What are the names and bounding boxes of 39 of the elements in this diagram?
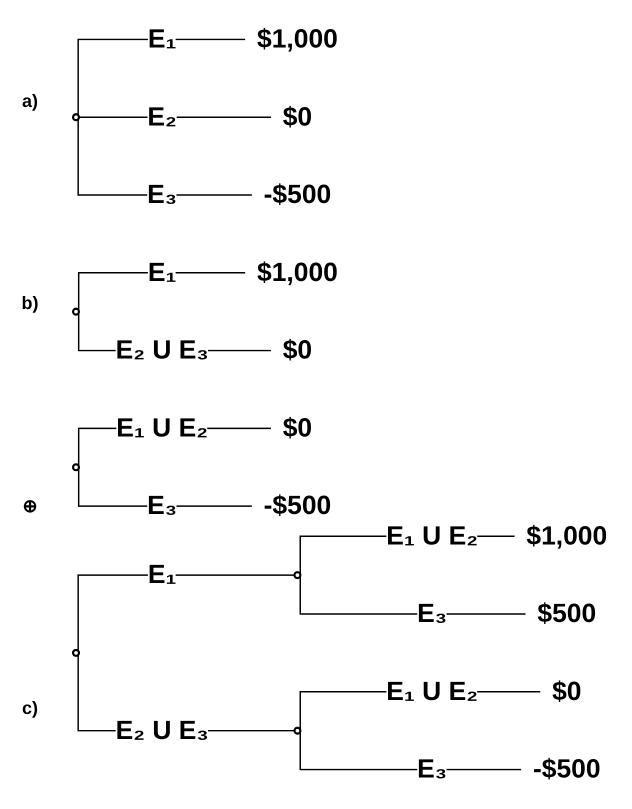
- edge-label: E₁: [148, 24, 176, 54]
- edge-label: E₃: [147, 490, 178, 520]
- node-text: $0: [552, 676, 582, 706]
- edge-label: E₁ U E₂: [386, 520, 478, 550]
- panel-label: b): [22, 292, 38, 314]
- node-text: $0: [282, 412, 312, 442]
- node-text: $0: [282, 102, 312, 132]
- node-circle: [293, 726, 302, 735]
- connector: [77, 38, 246, 116]
- connector: [300, 576, 526, 615]
- node-circle: [293, 571, 302, 580]
- edge-label: E₂ U E₃: [116, 715, 209, 745]
- edge-label: E₁: [148, 257, 176, 287]
- node-circle: [72, 463, 80, 472]
- edge-label: E₃: [417, 598, 448, 628]
- node-circle: [72, 648, 80, 657]
- panel-label: a): [22, 90, 38, 112]
- edge-label: E₁ U E₂: [386, 676, 478, 706]
- node-text: $1,000: [526, 520, 608, 550]
- node-text: $500: [537, 598, 596, 628]
- panel-label: ⊕: [22, 494, 38, 516]
- node-text: -$500: [264, 180, 332, 209]
- node-text: -$500: [533, 754, 601, 784]
- edge-label: E₁: [148, 560, 176, 590]
- node-text: $1,000: [257, 24, 338, 54]
- node-text: $1,000: [257, 257, 338, 287]
- node-text: -$500: [264, 490, 332, 520]
- edge-label: E₂: [147, 102, 177, 132]
- connector: [77, 119, 252, 196]
- edge-label: E₃: [147, 180, 178, 209]
- edge-label: E₂ U E₃: [116, 335, 209, 365]
- panel-label: c): [22, 698, 38, 718]
- edge-label: E₃: [417, 754, 448, 784]
- node-circle: [72, 113, 80, 122]
- node-text: $0: [282, 335, 312, 365]
- node-circle: [72, 308, 80, 316]
- connector: [300, 732, 522, 770]
- connector: [77, 574, 294, 651]
- edge-label: E₁ U E₂: [116, 412, 208, 442]
